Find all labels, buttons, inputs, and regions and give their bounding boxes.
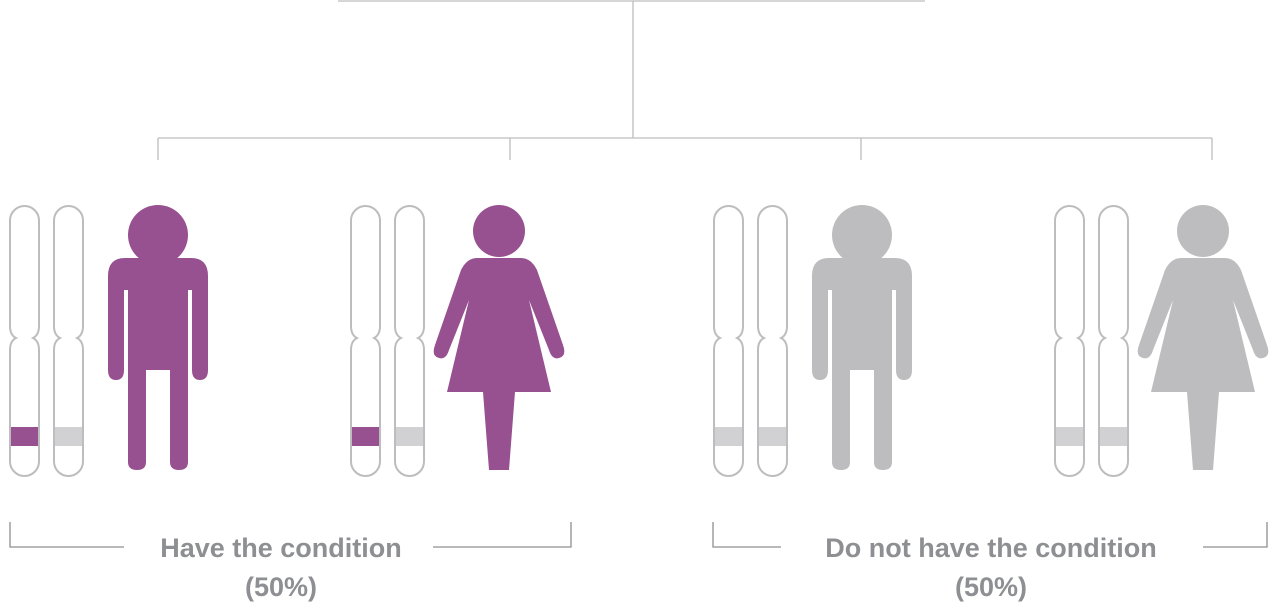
child-3 — [714, 205, 912, 476]
child-2-chromosome-2-allele-band — [396, 427, 423, 446]
child-2-chromosome-1-allele-band — [352, 427, 379, 446]
child-4-female-figure-icon — [1138, 205, 1269, 470]
child-4-female-figure-icon-head — [1177, 205, 1229, 257]
group-affected-label: Have the condition — [160, 533, 402, 563]
child-4-chromosome-1 — [1055, 206, 1084, 476]
child-2-female-figure-icon — [434, 205, 565, 470]
child-3-chromosome-1 — [714, 206, 743, 476]
child-2-chromosome-1 — [351, 206, 380, 476]
group-unaffected: Do not have the condition (50%) — [713, 522, 1267, 602]
child-1-male-figure-icon — [108, 205, 208, 470]
child-4-chromosome-2 — [1099, 206, 1128, 476]
group-unaffected-bracket-right — [1203, 522, 1267, 547]
child-2-female-figure-icon-body — [434, 258, 565, 470]
group-affected: Have the condition (50%) — [10, 522, 571, 602]
child-4-chromosome-2-allele-band — [1100, 427, 1127, 446]
child-3-male-figure-icon — [812, 205, 912, 470]
child-1-chromosome-1-allele-band — [11, 427, 38, 446]
child-1-male-figure-icon-body — [108, 258, 208, 470]
child-2-chromosome-2 — [395, 206, 424, 476]
children-layer — [10, 205, 1268, 476]
child-2-female-figure-icon-head — [473, 205, 525, 257]
child-3-chromosome-2 — [758, 206, 787, 476]
group-unaffected-label: Do not have the condition — [825, 533, 1157, 563]
group-unaffected-bracket-left — [713, 522, 781, 547]
child-3-chromosome-2-allele-band — [759, 427, 786, 446]
child-3-chromosome-1-allele-band — [715, 427, 742, 446]
group-affected-percent: (50%) — [245, 572, 317, 602]
child-4-chromosome-1-allele-band — [1056, 427, 1083, 446]
child-1-male-figure-icon-head — [128, 205, 188, 265]
group-affected-bracket-right — [433, 522, 571, 547]
child-1-chromosome-1 — [10, 206, 39, 476]
group-unaffected-percent: (50%) — [955, 572, 1027, 602]
connector-tree — [158, 1, 1212, 160]
group-affected-bracket-left — [10, 522, 124, 547]
child-3-male-figure-icon-body — [812, 258, 912, 470]
child-1-chromosome-2-allele-band — [55, 427, 82, 446]
child-4 — [1055, 205, 1268, 476]
child-3-male-figure-icon-head — [832, 205, 892, 265]
child-2 — [351, 205, 564, 476]
child-1 — [10, 205, 208, 476]
child-4-female-figure-icon-body — [1138, 258, 1269, 470]
child-1-chromosome-2 — [54, 206, 83, 476]
